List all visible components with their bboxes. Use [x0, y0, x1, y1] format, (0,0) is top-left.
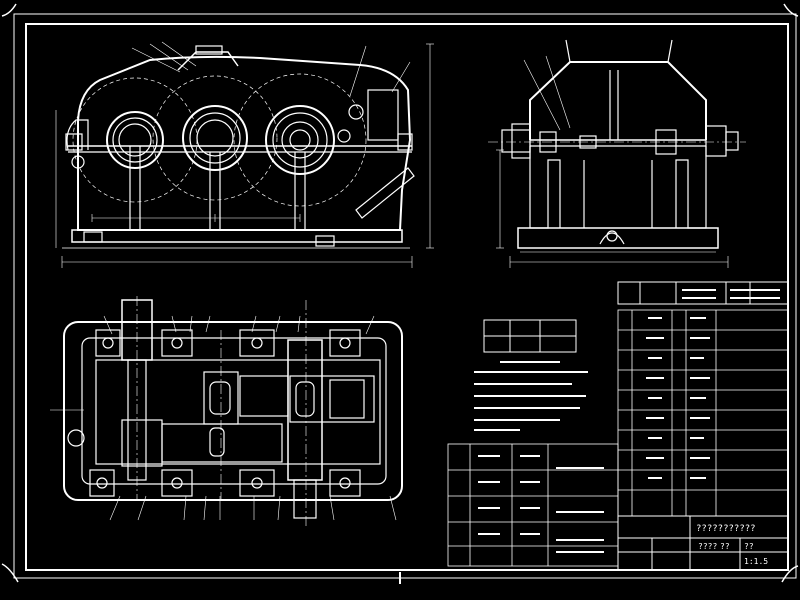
parts-list-header: [617, 281, 789, 305]
side-view: [488, 39, 746, 249]
side-view-dimensions: [496, 55, 729, 268]
front-view: [62, 45, 415, 249]
title-block-drawing-title: ???????????: [696, 524, 756, 534]
parts-list-table: [447, 309, 789, 567]
title-block-code-1: ????: [698, 542, 717, 551]
title-block-scale: 1:1.5: [744, 557, 768, 566]
parts-list-text-marks: [478, 289, 780, 553]
top-view: [63, 296, 403, 528]
title-block: [617, 515, 789, 571]
technical-notes: [474, 319, 588, 431]
title-block-code-2: ??: [720, 542, 730, 551]
top-view-leaders: [50, 315, 397, 521]
title-block-code-3: ??: [744, 542, 754, 551]
front-view-dimensions: [55, 41, 434, 268]
